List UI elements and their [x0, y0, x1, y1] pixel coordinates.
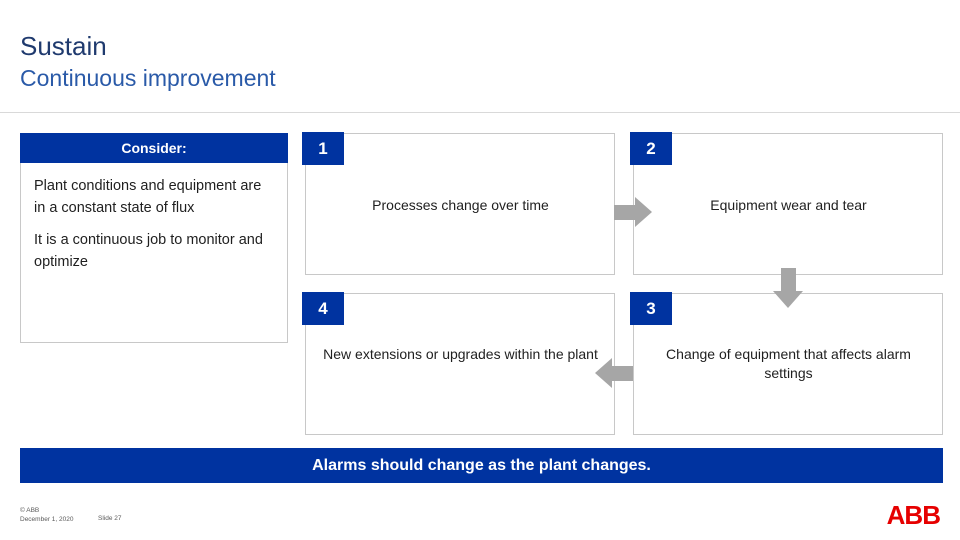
cycle-step-box-1: [305, 133, 615, 275]
title-divider: [0, 112, 960, 113]
summary-banner: Alarms should change as the plant change…: [20, 448, 943, 483]
footer-meta: © ABB December 1, 2020: [20, 506, 73, 524]
consider-paragraph-2: It is a continuous job to monitor and op…: [34, 232, 263, 270]
cycle-step-number-2: 2: [630, 132, 672, 165]
arrow-down-icon: [773, 268, 803, 308]
title-line-1: Sustain: [20, 31, 107, 61]
arrow-right-icon: [614, 197, 652, 227]
cycle-step-number-1: 1: [302, 132, 344, 165]
abb-logo: ABB: [886, 500, 941, 530]
cycle-step-number-3: 3: [630, 292, 672, 325]
cycle-step-text-2: Equipment wear and tear: [710, 197, 867, 213]
cycle-step-number-4: 4: [302, 292, 344, 325]
cycle-step-text-1: Processes change over time: [372, 197, 549, 213]
arrow-left-icon: [595, 358, 633, 388]
cycle-step-box-4: [305, 293, 615, 435]
consider-header: Consider:: [20, 133, 288, 163]
consider-body: Plant conditions and equipment are in a …: [20, 163, 288, 343]
footer-slide-number: Slide 27: [98, 515, 122, 522]
cycle-step-text-3: Change of equipment that affects alarm s…: [666, 346, 911, 381]
page-title: Sustain Continuous improvement: [20, 30, 920, 94]
footer-copyright: © ABB: [20, 507, 40, 514]
consider-paragraph-1: Plant conditions and equipment are in a …: [34, 178, 262, 216]
footer-date: December 1, 2020: [20, 516, 74, 523]
title-line-2: Continuous improvement: [20, 65, 276, 91]
cycle-step-text-4: New extensions or upgrades within the pl…: [323, 346, 598, 362]
